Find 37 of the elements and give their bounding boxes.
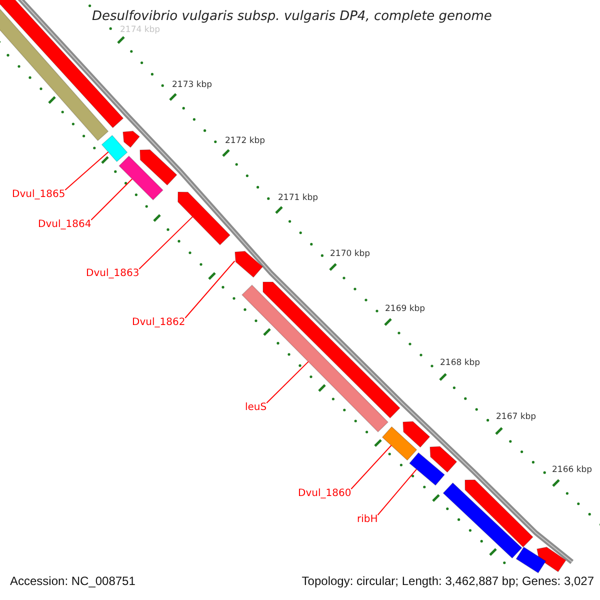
gene-block [178, 192, 231, 246]
gene-block [464, 480, 534, 548]
gene-label: Dvul_1863 [86, 268, 140, 280]
leader-line [138, 216, 193, 270]
leader-line [377, 468, 417, 516]
scale-label: 2167 kbp [496, 412, 536, 422]
gene-label: Dvul_1862 [132, 317, 186, 329]
scale-label: 2168 kbp [440, 358, 480, 368]
leader-line [184, 260, 236, 318]
gene-block [140, 149, 178, 186]
leader-line [90, 178, 133, 220]
leader-line [266, 361, 309, 404]
scale-label: 2171 kbp [278, 193, 318, 203]
accession-text: Accession: NC_008751 [8, 574, 138, 589]
gene-block [430, 446, 458, 473]
leader-line [64, 152, 109, 190]
gene-bar [382, 426, 418, 461]
gene-block [402, 421, 430, 448]
scale-label: 2174 kbp [120, 25, 160, 35]
gene-block [234, 250, 264, 278]
gene-bar [442, 482, 522, 559]
gene-block [122, 130, 140, 148]
scale-label: 2173 kbp [172, 80, 212, 90]
gene-bar [101, 134, 128, 162]
genome-stats-text: Topology: circular; Length: 3,462,887 bp; Genes: 3,027 [300, 574, 596, 589]
gene-label: ribH [357, 514, 378, 526]
scale-label: 2170 kbp [330, 249, 370, 259]
leader-line [350, 444, 392, 490]
gene-bar [118, 156, 164, 200]
scale-label: 2172 kbp [225, 136, 266, 146]
scale-label: 2166 kbp [552, 465, 592, 475]
gene-label: Dvul_1860 [298, 488, 352, 500]
scale-label: 2169 kbp [385, 304, 426, 314]
gene-label: leuS [245, 402, 267, 414]
gene-label: Dvul_1865 [12, 189, 66, 201]
gene-label: Dvul_1864 [38, 219, 92, 231]
gene-bar [408, 452, 446, 486]
